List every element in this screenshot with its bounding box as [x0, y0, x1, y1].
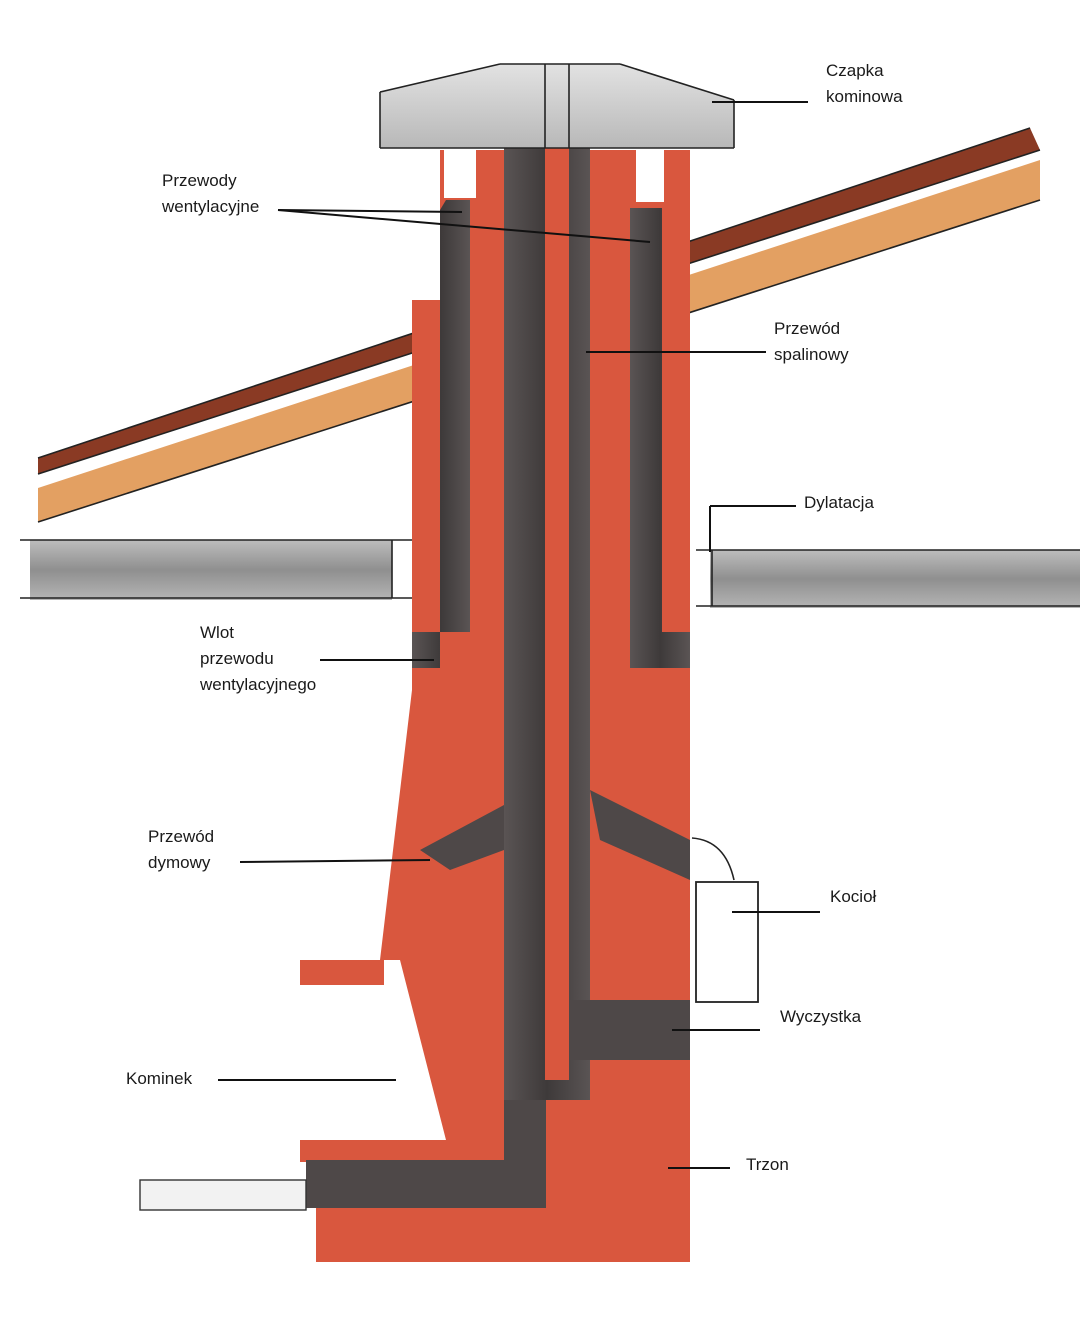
- label-ventilation-inlet: Wlot przewodu wentylacyjnego: [199, 623, 316, 694]
- leader-vent-2: [277, 209, 651, 243]
- smoke-duct-branch: [420, 805, 504, 870]
- boiler-duct-branch: [590, 790, 690, 880]
- label-stack: Trzon: [746, 1155, 789, 1174]
- label-boiler: Kocioł: [830, 887, 877, 906]
- leader-smoke-duct: [239, 859, 431, 863]
- label-expansion-joint: Dylatacja: [804, 493, 874, 512]
- cap-gap-right: [636, 150, 664, 202]
- leader-lines: [218, 101, 820, 1169]
- boiler-outline: [691, 837, 759, 1003]
- ground-floor-slab: [139, 1179, 307, 1211]
- labels: Czapka kominowa Przewody wentylacyjne Pr…: [126, 61, 903, 1174]
- chimney-cap-shape: [380, 64, 734, 148]
- fireplace-opening: [316, 960, 446, 1140]
- chimney-stack: [300, 140, 690, 1262]
- ventilation-duct-right: [630, 208, 690, 668]
- fireplace-base-duct: [306, 1100, 546, 1208]
- label-fireplace: Kominek: [126, 1069, 193, 1088]
- label-smoke-duct: Przewód dymowy: [148, 827, 219, 872]
- floor-slab: [20, 539, 1080, 608]
- flue-center-gap: [545, 140, 569, 1080]
- cap-gap-left: [444, 148, 476, 198]
- floor-slab-left: [30, 540, 392, 600]
- leader-vent-1: [277, 209, 463, 213]
- cleanout-duct: [570, 1000, 690, 1060]
- ground-floor: [139, 1179, 307, 1211]
- label-chimney-cap: Czapka kominowa: [826, 61, 903, 106]
- label-flue-duct: Przewód spalinowy: [774, 319, 849, 364]
- ventilation-duct-left: [412, 200, 470, 668]
- label-ventilation-ducts: Przewody wentylacyjne: [161, 171, 259, 216]
- label-cleanout: Wyczystka: [780, 1007, 862, 1026]
- floor-slab-right: [710, 550, 1080, 608]
- chimney-cap: [379, 63, 735, 149]
